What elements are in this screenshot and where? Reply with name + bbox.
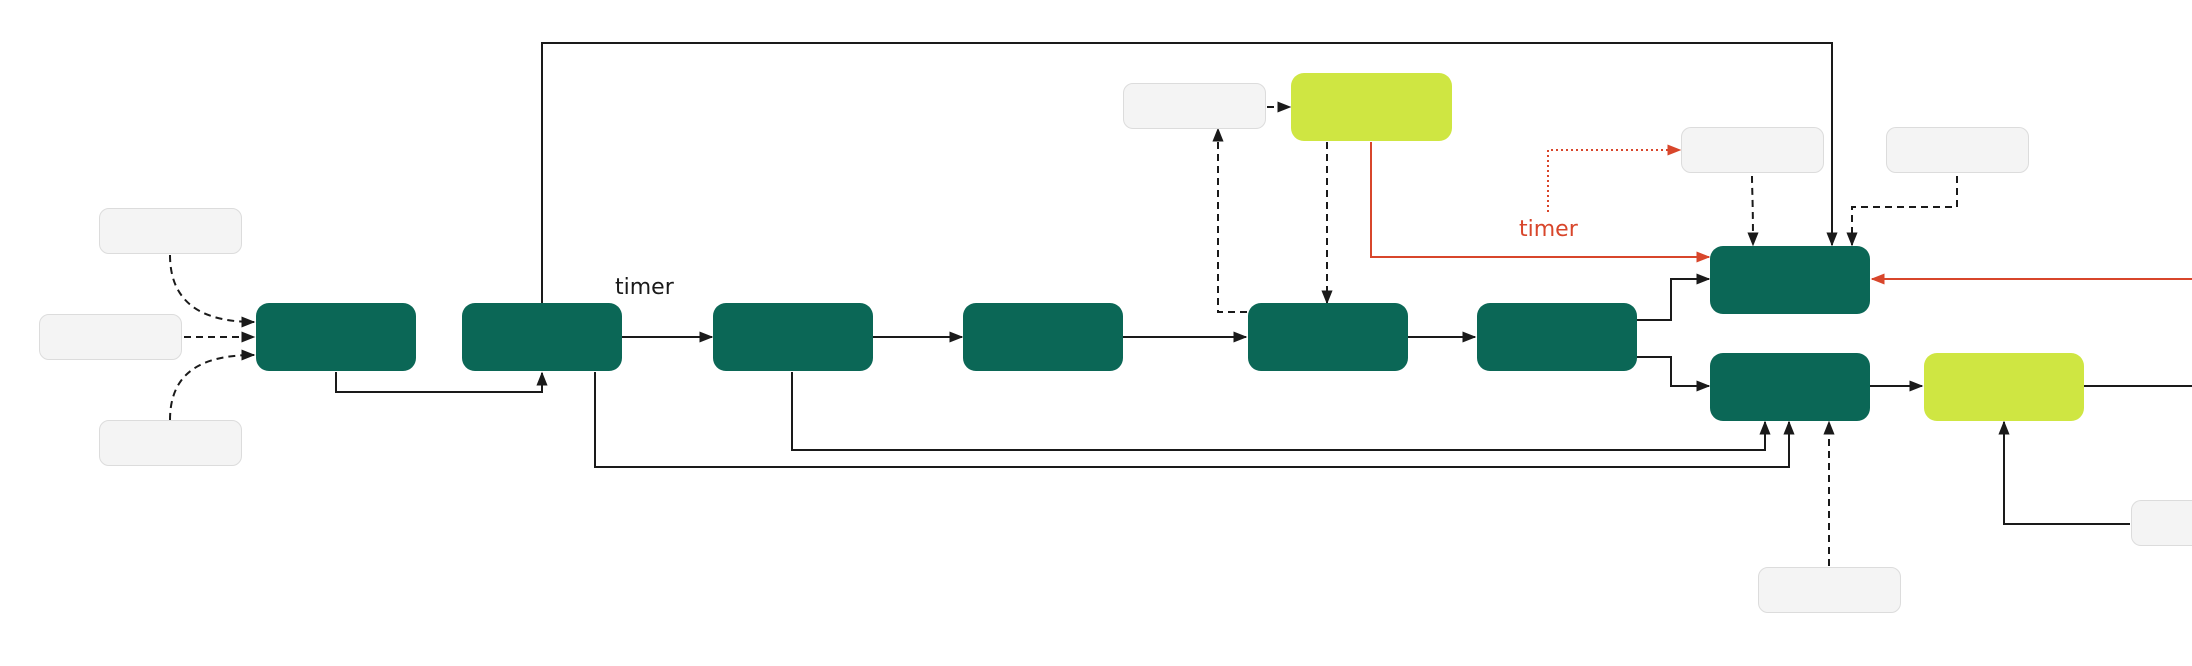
timer-label: timer <box>615 275 674 300</box>
placeholder-node-upper-center[interactable] <box>1123 83 1266 129</box>
dashed-connectors <box>169 101 1958 566</box>
placeholder-node-upper-right-a[interactable] <box>1681 127 1824 173</box>
placeholder-node-upper-right-b[interactable] <box>1886 127 2029 173</box>
process-node-4[interactable] <box>963 303 1123 371</box>
red-lime-t2 <box>1370 142 1711 263</box>
solid-connectors <box>335 42 2192 525</box>
highlight-node-right[interactable] <box>1924 353 2084 421</box>
process-node-5[interactable] <box>1248 303 1408 371</box>
connector-ghost-lime <box>1998 420 2130 525</box>
process-node-2[interactable] <box>462 303 622 371</box>
placeholder-node-right-edge[interactable] <box>2131 500 2192 546</box>
process-node-top-right[interactable] <box>1710 246 1870 314</box>
red-dotted-timer <box>1547 144 1682 212</box>
dashed-ghost-top-n1 <box>169 254 256 328</box>
highlight-node-top[interactable] <box>1291 73 1452 141</box>
timer-label-red: timer <box>1519 217 1578 242</box>
connector-n3-b2 <box>791 372 1771 451</box>
timer-connectors <box>1370 142 2192 285</box>
process-node-bottom-right[interactable] <box>1710 353 1870 421</box>
connector-n6-t2 <box>1636 273 1711 321</box>
loop-top-connector <box>541 42 1838 303</box>
placeholder-node-left-bottom[interactable] <box>99 420 242 466</box>
process-node-6[interactable] <box>1477 303 1637 371</box>
connector-n2-b2 <box>594 372 1795 468</box>
dashed-ghost-t2-b <box>1846 176 1958 247</box>
process-node-3[interactable] <box>713 303 873 371</box>
placeholder-node-bottom-center[interactable] <box>1758 567 1901 613</box>
placeholder-node-left-mid[interactable] <box>39 314 182 360</box>
dashed-ghost-bot-n1 <box>169 349 256 421</box>
process-node-1[interactable] <box>256 303 416 371</box>
dashed-ghost-t2-a <box>1747 175 1759 247</box>
dashed-n5-ghost <box>1212 127 1247 313</box>
placeholder-node-left-top[interactable] <box>99 208 242 254</box>
connector-n1-n2 <box>335 371 548 393</box>
connector-n6-b2 <box>1636 356 1711 392</box>
